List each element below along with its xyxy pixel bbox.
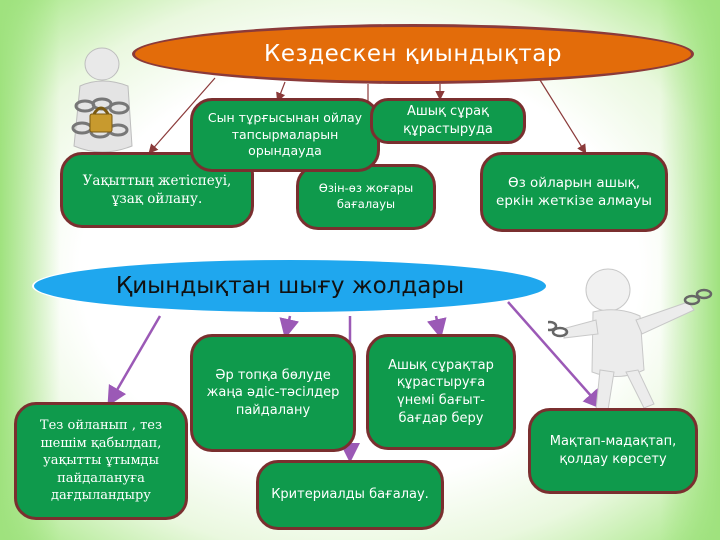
difficulty-box-open-question: Ашық сұрақ құрастыруда xyxy=(370,98,526,144)
difficulty-text-critical-thinking: Сын тұрғысынан ойлау тапсырмаларын орынд… xyxy=(207,109,363,159)
title-oval: Кездескен қиындықтар xyxy=(132,24,694,84)
solution-text-quick-decisions: Тез ойланып , тез шешім қабылдап, уақытт… xyxy=(39,418,163,504)
chained-figure-icon xyxy=(71,47,133,153)
title-text: Кездескен қиындықтар xyxy=(264,41,562,67)
solution-box-criteria: Критериалды бағалау. xyxy=(256,460,444,530)
solution-text-praise: Мақтап-мадақтап, қолдау көрсету xyxy=(549,434,677,467)
arrow-title-to-time xyxy=(148,77,216,154)
solutions-title-text: Қиындықтан шығу жолдары xyxy=(115,273,465,299)
arrow-ways-to-quick xyxy=(107,315,162,407)
difficulty-box-critical-thinking: Сын тұрғысынан ойлау тапсырмаларын орынд… xyxy=(190,98,380,172)
arrow-title-to-critical xyxy=(276,81,286,103)
arrow-ways-to-praise xyxy=(507,301,604,410)
solution-box-quick-decisions: Тез ойланып , тез шешім қабылдап, уақытт… xyxy=(14,402,188,520)
arrow-ways-to-groups xyxy=(279,315,300,339)
solution-text-criteria: Критериалды бағалау. xyxy=(271,487,429,503)
solution-text-open-questions: Ашық сұрақтар құрастыруға үнемі бағыт-ба… xyxy=(388,357,494,426)
solution-box-groups: Әр топқа бөлуде жаңа әдіс-тәсілдер пайда… xyxy=(190,334,356,452)
solution-box-praise: Мақтап-мадақтап, қолдау көрсету xyxy=(528,408,698,494)
solutions-title-oval: Қиындықтан шығу жолдары xyxy=(32,258,548,314)
arrow-ways-to-questions xyxy=(426,315,447,339)
difficulty-box-self-esteem: Өзін-өз жоғары бағалауы xyxy=(296,164,436,230)
difficulty-text-time: Уақыттың жетіспеуі, ұзақ ойлану. xyxy=(82,172,232,207)
solution-box-open-questions: Ашық сұрақтар құрастыруға үнемі бағыт-ба… xyxy=(366,334,516,450)
difficulty-text-self-esteem: Өзін-өз жоғары бағалауы xyxy=(318,181,414,211)
solution-text-groups: Әр топқа бөлуде жаңа әдіс-тәсілдер пайда… xyxy=(206,367,340,418)
arrow-title-to-expression xyxy=(539,79,587,155)
difficulty-box-expression: Өз ойларын ашық, еркін жеткізе алмауы xyxy=(480,152,668,232)
freed-figure-icon xyxy=(548,268,713,411)
difficulty-text-open-question: Ашық сұрақ құрастыруда xyxy=(403,104,493,137)
difficulty-text-expression: Өз ойларын ашық, еркін жеткізе алмауы xyxy=(496,174,652,209)
